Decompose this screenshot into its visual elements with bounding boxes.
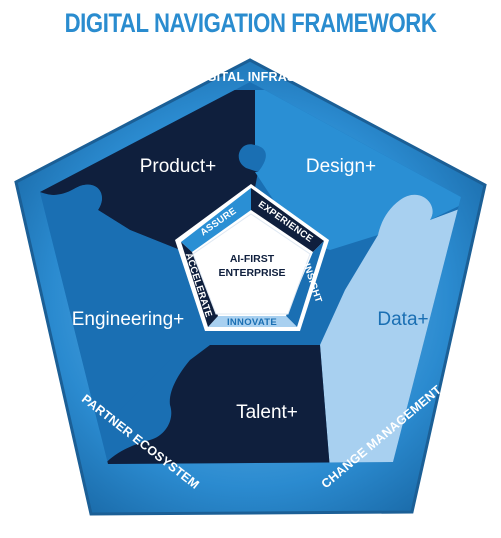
ring-insight (286, 241, 324, 327)
core-label-line1: AI-FIRST (230, 253, 275, 265)
segment-label-data: Data+ (377, 309, 428, 330)
ring-assure (181, 188, 251, 252)
diagram-title: DIGITAL NAVIGATION FRAMEWORK (64, 8, 437, 38)
core-pentagon (192, 213, 311, 315)
segment-label-engineering: Engineering+ (72, 309, 185, 330)
ring-label-innovate: INNOVATE (227, 317, 277, 328)
segment-talent (100, 345, 330, 464)
ring-experience (251, 188, 324, 252)
band-label-top: SHARED DIGITAL INFRASTRUCTURE (136, 70, 366, 84)
segment-label-design: Design+ (306, 156, 376, 177)
core-label-line2: ENTERPRISE (218, 267, 285, 279)
ring-accelerate (181, 242, 218, 327)
segment-label-talent: Talent+ (236, 402, 298, 423)
ring-innovate (208, 316, 297, 327)
segment-label-product: Product+ (140, 156, 217, 177)
